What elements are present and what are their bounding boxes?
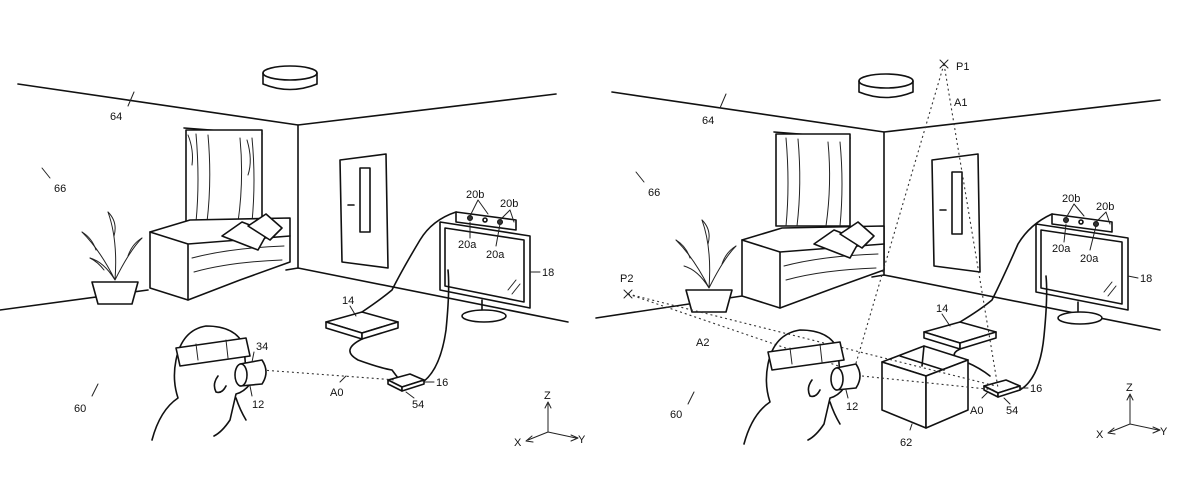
left-axes-gizmo: Z X Y: [514, 390, 586, 449]
left-axis-a0: [262, 370, 396, 380]
right-leader-14: [942, 314, 950, 326]
right-door: [932, 154, 980, 272]
left-sofa: [150, 214, 290, 300]
right-label-64: 64: [702, 115, 714, 127]
right-ray-to-p1-a: [854, 64, 944, 370]
right-label-16: 16: [1030, 383, 1042, 395]
right-label-66: 66: [648, 187, 660, 199]
right-leader-12: [846, 390, 848, 398]
left-cable-camera: [350, 339, 398, 378]
right-label-18: 18: [1140, 273, 1152, 285]
right-box: [882, 346, 968, 428]
left-curtain-window: [184, 128, 262, 222]
right-label-p1: P1: [956, 61, 969, 73]
left-ceiling-lamp: [263, 66, 317, 90]
right-leader-64: [720, 94, 726, 108]
left-camera-device: [388, 374, 424, 391]
right-label-20b-1: 20b: [1062, 193, 1080, 205]
right-label-20a-1: 20a: [1052, 243, 1071, 255]
right-label-62: 62: [900, 437, 912, 449]
right-leader-54: [1004, 398, 1010, 404]
right-axis-y-label: Y: [1160, 426, 1168, 438]
left-label-34: 34: [256, 341, 268, 353]
left-leader-a0: [340, 376, 346, 382]
left-label-66: 66: [54, 183, 66, 195]
left-potted-plant: [82, 212, 142, 304]
right-label-20a-2: 20a: [1080, 253, 1099, 265]
left-label-54: 54: [412, 399, 424, 411]
left-label-16: 16: [436, 377, 448, 389]
left-leader-12: [250, 386, 252, 396]
right-point-p2: [624, 290, 632, 298]
left-axis-y-label: Y: [578, 434, 586, 446]
left-scene: 64 66 60 34 12 A0 16 54 14 18 20b 20b 20…: [0, 66, 586, 449]
right-axis-x-label: X: [1096, 429, 1104, 441]
left-door: [340, 154, 388, 268]
left-user-with-hmd: [152, 326, 251, 440]
left-axis-x-label: X: [514, 437, 522, 449]
right-label-a1: A1: [954, 97, 967, 109]
right-scene: P1 A1 P2 A2 64 66 60 12 62 A0 16 54 14 1…: [596, 60, 1168, 449]
left-label-14: 14: [342, 295, 354, 307]
left-game-console: [326, 312, 398, 339]
left-label-20b-2: 20b: [500, 198, 518, 210]
right-leader-18: [1128, 276, 1138, 278]
right-label-54: 54: [1006, 405, 1018, 417]
left-leader-54: [406, 392, 414, 398]
right-camera-device: [984, 380, 1020, 397]
right-leader-60: [688, 392, 694, 404]
right-axes-gizmo: Z X Y: [1096, 382, 1168, 441]
right-label-60: 60: [670, 409, 682, 421]
right-point-p1: [940, 60, 948, 68]
left-leader-64: [128, 92, 134, 106]
left-axis-z-label: Z: [544, 390, 551, 402]
right-label-14: 14: [936, 303, 948, 315]
right-axis-z-label: Z: [1126, 382, 1133, 394]
right-sofa: [742, 222, 884, 308]
right-label-20b-2: 20b: [1096, 201, 1114, 213]
left-label-18: 18: [542, 267, 554, 279]
right-game-console: [924, 322, 996, 349]
left-label-60: 60: [74, 403, 86, 415]
left-label-20a-2: 20a: [486, 249, 505, 261]
right-label-a0: A0: [970, 405, 983, 417]
right-potted-plant: [676, 220, 736, 312]
left-label-20b-1: 20b: [466, 189, 484, 201]
left-leader-66: [42, 168, 50, 178]
left-label-20a-1: 20a: [458, 239, 477, 251]
right-leader-66: [636, 172, 644, 182]
left-leader-60: [92, 384, 98, 396]
right-curtain-window: [774, 132, 850, 226]
right-user-with-hmd: [744, 330, 845, 444]
left-label-12: 12: [252, 399, 264, 411]
right-controller: [831, 364, 860, 390]
right-label-p2: P2: [620, 273, 633, 285]
left-label-64: 64: [110, 111, 122, 123]
right-label-a2: A2: [696, 337, 709, 349]
right-label-12: 12: [846, 401, 858, 413]
left-label-a0: A0: [330, 387, 343, 399]
left-controller: [235, 360, 266, 386]
right-ceiling-lamp: [859, 74, 913, 98]
left-leader-34: [252, 352, 254, 362]
right-leader-62: [910, 424, 912, 430]
right-leader-a0: [982, 392, 988, 398]
